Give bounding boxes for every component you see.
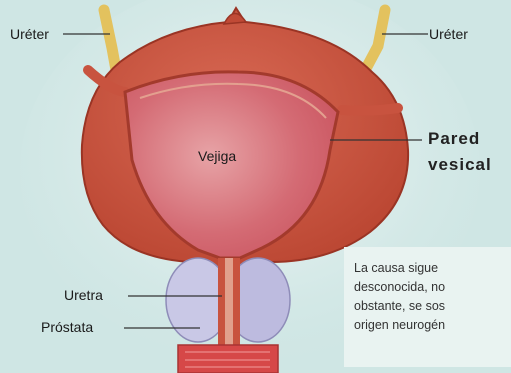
bladder-wall-label: Pared vesical	[428, 126, 492, 178]
info-note-line2: desconocida, no	[354, 278, 511, 297]
bladder-wall-label-line2: vesical	[428, 152, 492, 178]
ureter-right-label: Uréter	[429, 26, 468, 42]
urethra-label: Uretra	[64, 287, 103, 303]
info-note-line4: origen neurogén	[354, 316, 511, 335]
info-note-line3: obstante, se sos	[354, 297, 511, 316]
ureter-left-label: Uréter	[10, 26, 49, 42]
info-note-line1: La causa sigue	[354, 259, 511, 278]
prostate-label: Próstata	[41, 319, 93, 335]
bladder-wall-label-line1: Pared	[428, 126, 492, 152]
pelvic-floor	[178, 345, 278, 373]
urethra-lumen	[225, 258, 233, 358]
bladder-label: Vejiga	[198, 148, 236, 164]
right-ureter-stub	[342, 108, 398, 111]
info-note: La causa sigue desconocida, no obstante,…	[344, 247, 511, 367]
